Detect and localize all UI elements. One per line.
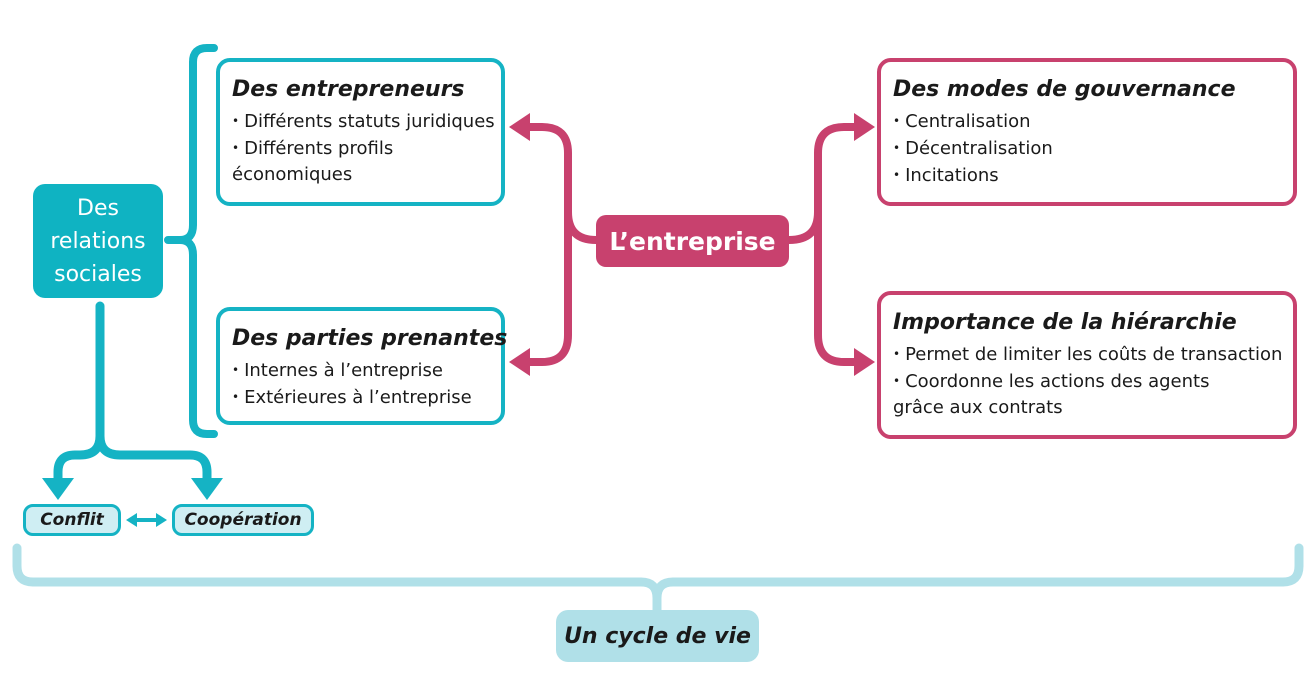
entreprise-center-box: L’entreprise (596, 215, 789, 267)
cycle-label-text: Un cycle de vie (564, 623, 751, 649)
entrepreneurs-item: •Différents profils (232, 138, 394, 159)
cooperation-label: Coopération (184, 510, 302, 530)
conflit-label: Conflit (40, 510, 104, 530)
parties-item: •Internes à l’entreprise (232, 360, 443, 381)
arrowhead-gouvernance (854, 113, 875, 141)
parties-item: •Extérieures à l’entreprise (232, 387, 472, 408)
hierarchie-item: •Permet de limiter les coûts de transact… (893, 344, 1283, 365)
relations-line-1: Des (77, 195, 119, 221)
gouvernance-item: •Incitations (893, 165, 999, 186)
cycle-de-vie-label: Un cycle de vie (556, 610, 759, 662)
arrowhead-double-left (126, 513, 137, 527)
arrowhead-parties (509, 348, 530, 376)
arrowhead-double-right (156, 513, 167, 527)
gouvernance-title: Des modes de gouvernance (893, 77, 1236, 102)
cooperation-pill: Coopération (172, 504, 314, 536)
hierarchie-box: Importance de la hiérarchie •Permet de l… (877, 291, 1297, 439)
entrepreneurs-item-continuation: économiques (232, 164, 353, 185)
relations-line-2: relations (50, 228, 146, 254)
pink-left-bracket (523, 123, 600, 366)
hierarchie-item-continuation: grâce aux contrats (893, 397, 1063, 418)
entrepreneurs-title: Des entrepreneurs (232, 77, 465, 102)
hierarchie-item: •Coordonne les actions des agents (893, 371, 1210, 392)
conflit-pill: Conflit (23, 504, 121, 536)
cycle-brace (12, 543, 1304, 615)
arrowhead-conflit (42, 478, 74, 500)
gouvernance-item: •Centralisation (893, 111, 1031, 132)
gouvernance-item: •Décentralisation (893, 138, 1053, 159)
relations-sociales-box: Des relations sociales (33, 184, 163, 298)
hierarchie-title: Importance de la hiérarchie (893, 310, 1237, 335)
entreprise-label: L’entreprise (609, 226, 776, 256)
relations-down-line (53, 301, 212, 493)
arrowhead-cooperation (191, 478, 223, 500)
entrepreneurs-item: •Différents statuts juridiques (232, 111, 495, 132)
left-bracket (164, 44, 218, 438)
entrepreneurs-box: Des entrepreneurs •Différents statuts ju… (216, 58, 505, 206)
pink-right-bracket (785, 123, 861, 366)
relations-line-3: sociales (54, 261, 142, 287)
arrowhead-hierarchie (854, 348, 875, 376)
arrowhead-entrepreneurs (509, 113, 530, 141)
parties-title: Des parties prenantes (232, 326, 508, 351)
gouvernance-box: Des modes de gouvernance •Centralisation… (877, 58, 1297, 206)
parties-prenantes-box: Des parties prenantes •Internes à l’entr… (216, 307, 508, 425)
